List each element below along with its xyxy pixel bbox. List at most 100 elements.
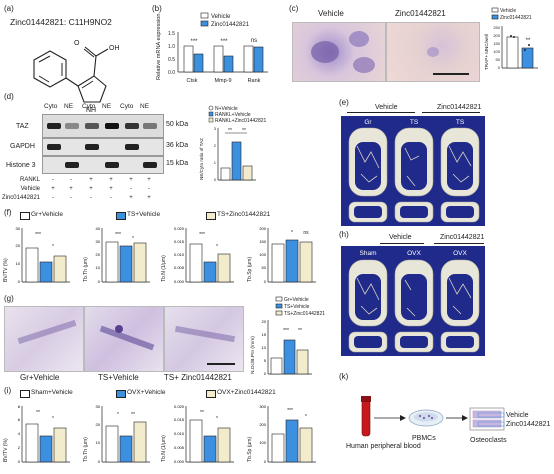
- caption-ts-zinc: TS+ Zinc01442821: [164, 373, 232, 382]
- panel-g-label: (g): [4, 294, 14, 303]
- svg-text:-: -: [70, 195, 72, 201]
- svg-text:RANKL: RANKL: [20, 177, 41, 183]
- svg-text:*: *: [52, 244, 54, 250]
- svg-text:8: 8: [18, 404, 21, 409]
- panel-e-label: (e): [339, 98, 349, 107]
- svg-text:RANKL+Zinc01442821: RANKL+Zinc01442821: [215, 118, 267, 124]
- trap-count-chart: Vehicle Zinc01442821 TRAP+ MNC/well 0 50…: [484, 7, 538, 70]
- microct-bones-h: Sham OVX OVX: [341, 246, 485, 356]
- svg-text:0: 0: [18, 459, 21, 464]
- svg-text:*: *: [305, 414, 307, 420]
- legend-swatch-zinc: [200, 20, 209, 27]
- svg-text:Tb.Sp (μm): Tb.Sp (μm): [247, 257, 253, 282]
- trap-micrograph-vehicle: [292, 22, 386, 82]
- svg-text:10: 10: [16, 261, 21, 266]
- svg-text:0.010: 0.010: [174, 431, 185, 436]
- svg-text:0.015: 0.015: [174, 417, 185, 422]
- svg-text:0.020: 0.020: [174, 226, 185, 231]
- group-label-zinc: Zinc01442821: [437, 104, 482, 111]
- bar-rank-vehicle: [243, 45, 254, 73]
- compound-formula: Zinc01442821: C11H9NO2: [10, 17, 112, 27]
- svg-text:Ctsk: Ctsk: [187, 78, 198, 84]
- scale-bar: [433, 73, 469, 75]
- caption-gr-vehicle: Gr+Vehicle: [20, 373, 60, 382]
- nh-label: NH: [86, 107, 96, 114]
- svg-text:6: 6: [18, 417, 21, 422]
- y-axis-label: NE/Cyto ratio of TAZ: [199, 138, 204, 180]
- group-label-vehicle-h: Vehicle: [389, 234, 412, 241]
- caption-ts-vehicle: TS+Vehicle: [98, 373, 139, 382]
- svg-text:PBMCs: PBMCs: [412, 435, 436, 442]
- svg-text:0.005: 0.005: [174, 445, 185, 450]
- svg-text:0.000: 0.000: [174, 279, 185, 284]
- svg-text:0: 0: [98, 459, 101, 464]
- svg-text:**: **: [131, 412, 135, 418]
- svg-text:Tb.N (1/μm): Tb.N (1/μm): [161, 255, 167, 282]
- svg-text:**: **: [242, 128, 246, 134]
- svg-text:Zinc01442821: Zinc01442821: [506, 421, 550, 428]
- blot-taz: [42, 114, 164, 138]
- svg-text:Tb.Th (μm): Tb.Th (μm): [83, 257, 89, 282]
- svg-text:0: 0: [214, 177, 217, 182]
- svg-text:-: -: [130, 186, 132, 192]
- svg-text:Gr: Gr: [364, 119, 372, 126]
- svg-text:0: 0: [264, 459, 267, 464]
- svg-text:-: -: [52, 177, 54, 183]
- bar-ctsk-vehicle: [183, 45, 194, 73]
- svg-text:0.020: 0.020: [174, 404, 185, 409]
- bone-params-chart-i: BV/TV (%) 0 2 4 6 8 ** * Tb.Th (μm) 0 10…: [3, 404, 316, 464]
- svg-text:200: 200: [493, 33, 500, 38]
- svg-text:**: **: [200, 410, 204, 416]
- svg-text:TS: TS: [410, 119, 419, 126]
- svg-text:TS+Vehicle: TS+Vehicle: [284, 304, 310, 310]
- osteoclast-count-chart: Gr+Vehicle TS+Vehicle TS+Zinc01442821 N.…: [250, 296, 325, 376]
- svg-text:30: 30: [96, 404, 101, 409]
- svg-text:+: +: [89, 186, 93, 192]
- panel-d-label: (d): [4, 92, 14, 101]
- svg-text:5: 5: [264, 358, 267, 363]
- histology-gr-vehicle: [4, 306, 84, 372]
- histology-ts-vehicle: [84, 306, 164, 372]
- svg-text:250: 250: [493, 25, 500, 30]
- svg-text:OVX: OVX: [407, 250, 421, 257]
- kda-gapdh: 36 kDa: [166, 142, 189, 149]
- svg-text:***: ***: [283, 328, 289, 334]
- legend-zinc: Zinc01442821: [211, 22, 250, 28]
- svg-text:***: ***: [220, 39, 228, 45]
- svg-text:*: *: [52, 416, 54, 422]
- legend-swatch-vehicle: [200, 12, 209, 19]
- svg-text:20: 20: [96, 422, 101, 427]
- svg-text:15: 15: [262, 332, 267, 337]
- panel-i-label: (i): [4, 386, 12, 395]
- svg-text:-: -: [90, 195, 92, 201]
- svg-text:Tb.Sp (μm): Tb.Sp (μm): [247, 437, 253, 462]
- svg-text:Tb.Th (μm): Tb.Th (μm): [83, 437, 89, 462]
- svg-text:20: 20: [16, 243, 21, 248]
- svg-text:Osteoclasts: Osteoclasts: [470, 437, 507, 444]
- svg-text:**: **: [36, 410, 40, 416]
- svg-text:ns: ns: [303, 230, 309, 236]
- svg-text:+: +: [109, 177, 113, 183]
- svg-text:4: 4: [18, 431, 21, 436]
- kda-taz: 50 kDa: [166, 121, 189, 128]
- svg-text:BV/TV (%): BV/TV (%): [3, 438, 9, 462]
- svg-text:100: 100: [259, 440, 266, 445]
- svg-text:0.005: 0.005: [174, 265, 185, 270]
- svg-text:-: -: [148, 186, 150, 192]
- y-axis-label: TRAP+ MNC/well: [484, 34, 489, 70]
- svg-text:OVX: OVX: [453, 250, 467, 257]
- panel-h-label: (h): [339, 230, 349, 239]
- svg-text:Mmp-9: Mmp-9: [214, 78, 231, 84]
- svg-text:1.0: 1.0: [168, 44, 175, 50]
- svg-text:0.015: 0.015: [174, 239, 185, 244]
- bar-vehicle: [506, 36, 519, 69]
- svg-text:Zinc01442821: Zinc01442821: [2, 195, 41, 201]
- svg-text:+: +: [89, 177, 93, 183]
- svg-text:1.5: 1.5: [168, 31, 175, 37]
- svg-text:Vehicle: Vehicle: [21, 186, 41, 192]
- svg-text:Sham: Sham: [360, 250, 377, 257]
- bar-ctsk-zinc: [193, 53, 204, 73]
- svg-text:**: **: [526, 38, 531, 44]
- svg-text:20: 20: [262, 319, 267, 324]
- blot-label-histone: Histone 3: [6, 162, 36, 169]
